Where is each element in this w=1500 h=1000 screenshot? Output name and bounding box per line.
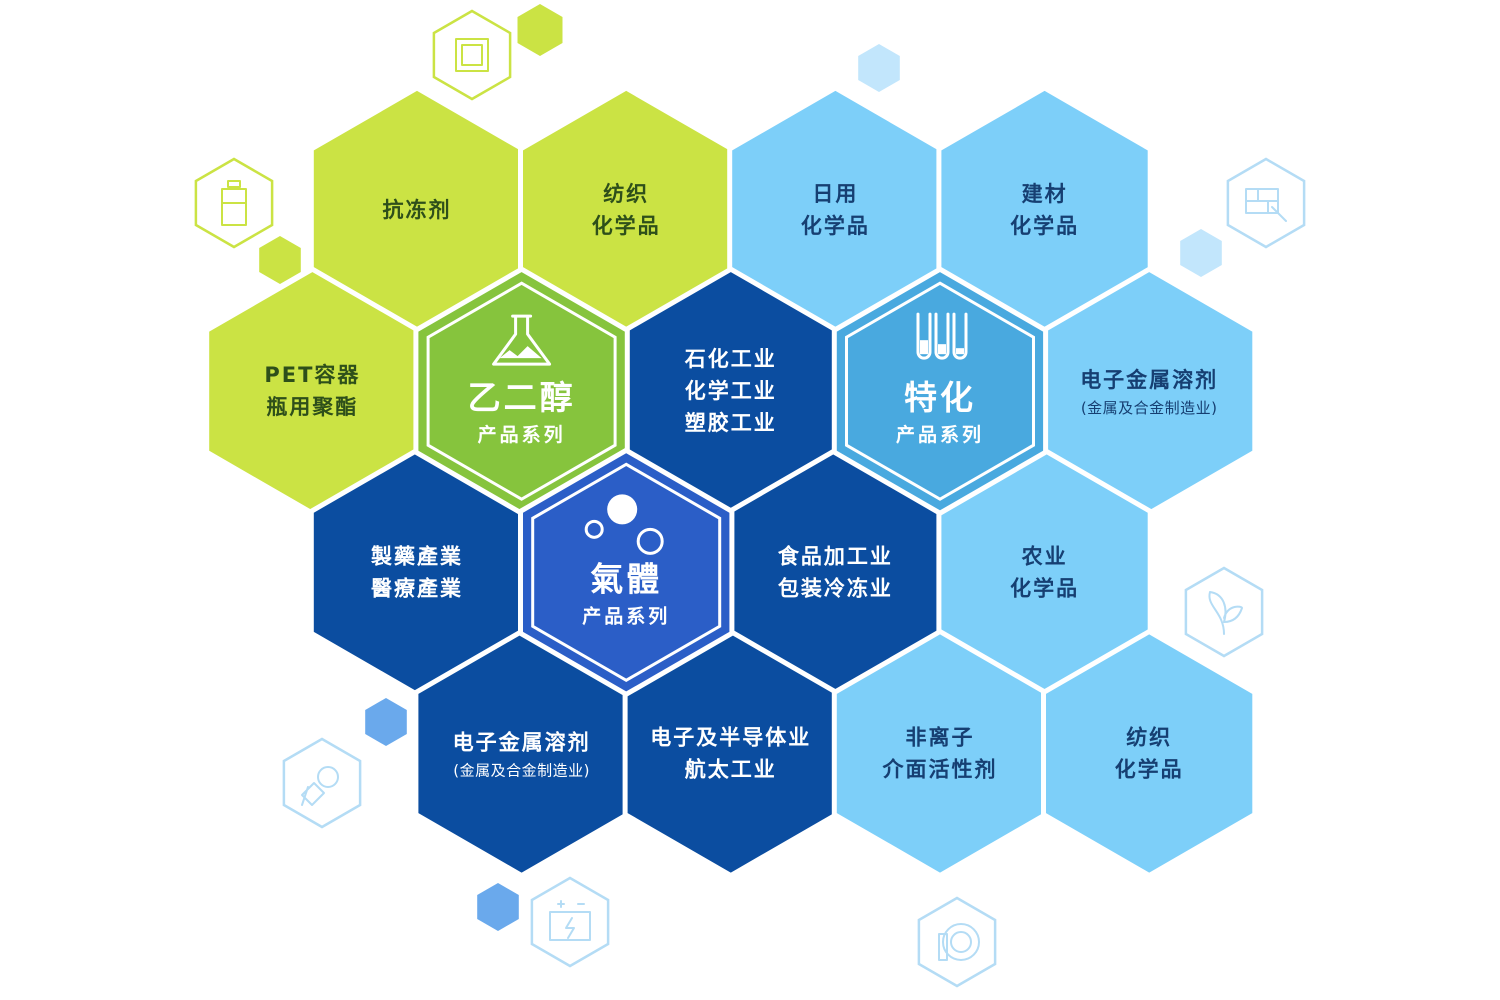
cell-label: 非离子 (905, 726, 974, 750)
bottle-icon (221, 180, 247, 226)
cell-label: 纺织 (1126, 726, 1172, 750)
leaf-icon (1208, 591, 1243, 635)
cell-label: 纺织 (603, 182, 649, 206)
cell-label: 电子金属溶剂 (453, 730, 591, 754)
decor-hex (365, 698, 407, 746)
cell-label: 石化工业 (684, 347, 777, 371)
bubbles-icon (584, 494, 664, 555)
hub-title: 特化 (904, 378, 976, 417)
cell-label: 电子金属溶剂 (1080, 368, 1218, 392)
cell-label: PET容器 (264, 363, 360, 387)
cell-label: 化学工业 (685, 379, 777, 403)
decor-hex (1180, 229, 1222, 277)
decor-outline-hex (432, 9, 512, 101)
cell-label: 瓶用聚酯 (266, 395, 358, 419)
decor-outline-hex (1184, 566, 1264, 658)
cell-label: 化学品 (592, 214, 661, 238)
cell-label: 日用 (812, 182, 858, 206)
cell-label: 包装冷冻业 (778, 576, 893, 600)
test-tubes-icon (916, 312, 968, 360)
cell-label: 农业 (1021, 544, 1068, 568)
cell-label: 塑胶工业 (685, 411, 777, 435)
cell-label: 航太工业 (685, 758, 777, 782)
hex-cell-textile-sky[interactable] (1041, 628, 1258, 879)
decor-outline-hex (917, 896, 997, 988)
cell-label: 建材 (1022, 182, 1068, 206)
hub-title: 氣體 (590, 559, 662, 598)
cleaning-icon (301, 766, 339, 806)
flask-icon (492, 314, 552, 366)
dish-icon (938, 923, 980, 961)
cell-label: 化学品 (801, 214, 870, 238)
cell-sublabel: (金属及合金制造业) (453, 761, 590, 779)
cell-label: 介面活性剂 (881, 758, 997, 782)
hub-subtitle: 产品系列 (896, 423, 984, 446)
decor-hex (858, 44, 900, 92)
cell-label: 电子及半导体业 (650, 726, 811, 750)
cell-sublabel: (金属及合金制造业) (1081, 399, 1218, 417)
hub-subtitle: 产品系列 (478, 423, 566, 446)
hub-subtitle: 产品系列 (582, 604, 670, 627)
cell-label: 抗冻剂 (383, 198, 452, 222)
cell-label: 醫療產業 (371, 576, 463, 600)
cell-label: 化学品 (1010, 214, 1079, 238)
cell-label: 製藥產業 (370, 544, 463, 568)
decor-outline-hex (282, 737, 362, 829)
hub-title: 乙二醇 (468, 378, 576, 417)
decor-outline-hex (1226, 157, 1306, 249)
cell-label: 化学品 (1115, 758, 1184, 782)
decor-hex (477, 883, 519, 931)
fabric-icon (455, 38, 489, 72)
decor-hex (259, 236, 301, 284)
bricks-icon (1245, 188, 1287, 222)
battery-icon (549, 900, 591, 941)
decor-hex (517, 4, 563, 56)
cell-label: 食品加工业 (778, 544, 893, 568)
cell-label: 化学品 (1010, 576, 1079, 600)
